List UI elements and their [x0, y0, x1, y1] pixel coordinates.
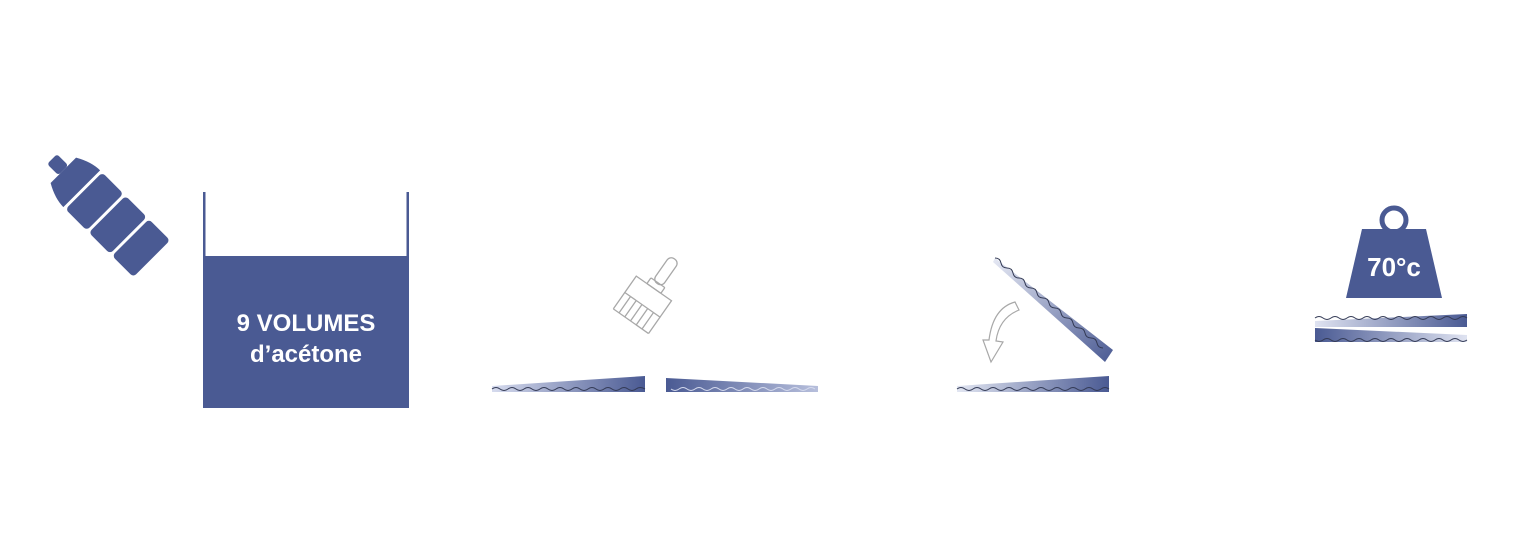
beaker-label-line2: d’acétone	[249, 341, 363, 368]
beaker-label: 9 VOLUMES d’acétone	[203, 308, 409, 370]
plastic-bottle-icon	[48, 155, 169, 276]
weight-label: 70°c	[1367, 252, 1421, 282]
paint-brush-icon	[612, 257, 678, 335]
beaker-label-line1: 9 VOLUMES	[236, 310, 376, 337]
wavy-strip-icon	[1314, 314, 1468, 327]
wavy-strip-icon	[993, 257, 1113, 362]
weight-icon	[1346, 205, 1442, 298]
wavy-strip-icon	[956, 376, 1110, 392]
wavy-strip-icon	[491, 376, 646, 392]
wavy-strip-icon	[666, 378, 818, 392]
beaker-icon	[203, 192, 409, 408]
curved-arrow-icon	[982, 301, 1020, 364]
wavy-strip-icon	[1314, 328, 1468, 342]
